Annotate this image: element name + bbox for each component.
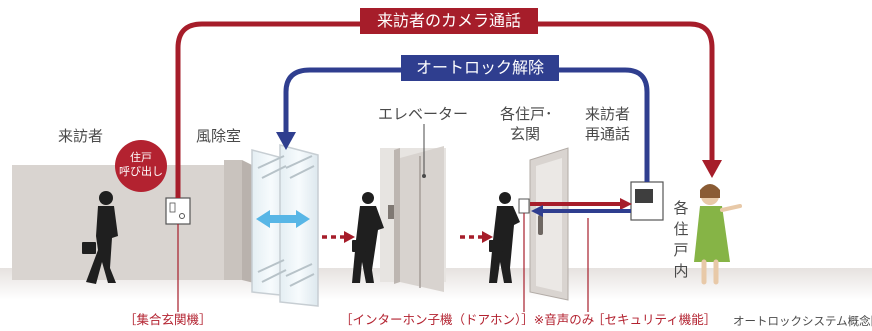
intercom-panel-icon	[165, 197, 191, 225]
visitor-figure	[82, 191, 118, 284]
label-unit-entrance-1: 各住戸･	[500, 105, 553, 123]
indoor-monitor-icon	[630, 181, 664, 221]
call-bubble: 住戸 呼び出し	[115, 140, 167, 192]
diagram-caption: オートロックシステム概念図	[733, 314, 872, 328]
recall-arrowhead-blue	[531, 205, 543, 217]
call-bubble-line1: 住戸	[130, 151, 152, 164]
label-inside-unit: 各住戸内	[673, 199, 689, 280]
walk-arrowhead-1	[344, 231, 355, 243]
left-wall	[12, 165, 224, 280]
autolock-release-banner: オートロック解除	[401, 55, 559, 81]
label-unit-entrance-2: 玄関	[510, 125, 541, 143]
label-security: ［セキュリティ機能］	[592, 312, 717, 327]
label-intercom-slave: ［インターホン子機（ドアホン）］※音声のみ	[340, 312, 595, 327]
leader-elevator-dot	[422, 174, 426, 178]
resident-figure	[694, 184, 742, 285]
recall-arrowhead-red	[620, 198, 632, 210]
call-route-line-left	[175, 21, 360, 198]
unit-door	[529, 147, 569, 301]
label-recall-1: 来訪者	[585, 105, 631, 123]
call-bubble-line2: 呼び出し	[119, 165, 163, 178]
unlock-route-line-left	[283, 67, 401, 134]
label-vestibule: 風除室	[196, 127, 242, 145]
door-phone-icon	[518, 198, 530, 214]
visitor-figure-3	[489, 192, 520, 283]
label-visitor: 来訪者	[58, 127, 104, 145]
unlock-route-line-right	[559, 67, 650, 182]
label-elevator: エレベーター	[378, 105, 469, 123]
slide-open-arrow	[256, 210, 310, 228]
label-entrance-unit: ［集合玄関機］	[124, 312, 212, 327]
unlock-arrowhead	[276, 132, 296, 150]
visitor-figure-2	[352, 192, 384, 283]
vestibule-glass-doors	[251, 144, 319, 307]
walk-arrowhead-2	[482, 231, 493, 243]
label-recall-2: 再通話	[585, 125, 631, 143]
elevator	[380, 146, 446, 292]
camera-call-banner: 来訪者のカメラ通話	[360, 8, 538, 34]
call-route-line-right	[538, 21, 715, 160]
call-arrowhead	[702, 160, 722, 178]
wall-edge	[224, 160, 242, 280]
